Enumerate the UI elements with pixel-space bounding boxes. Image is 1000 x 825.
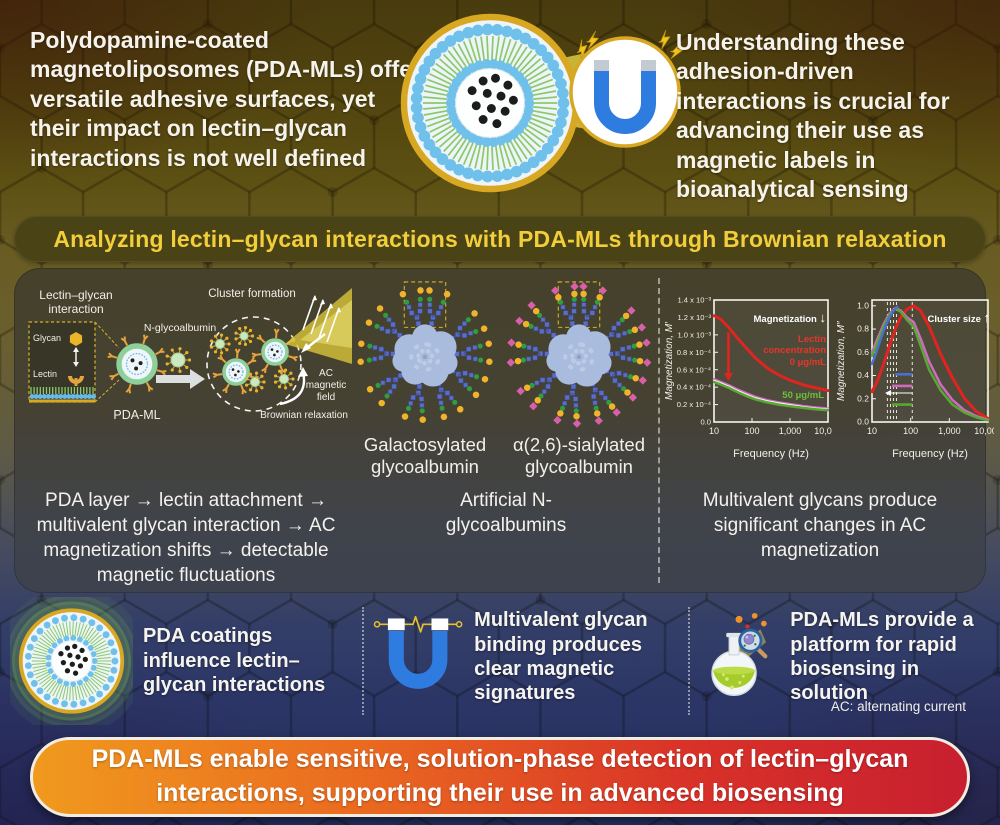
magnet-icon <box>373 615 463 689</box>
bottom-divider-1 <box>362 607 364 715</box>
finding-magnetic-signatures: Multivalent glycan binding produces clea… <box>372 603 678 711</box>
svg-text:10: 10 <box>867 426 877 436</box>
svg-text:100: 100 <box>903 426 918 436</box>
svg-text:0.2 x 10⁻⁴: 0.2 x 10⁻⁴ <box>677 400 711 409</box>
svg-text:0.6: 0.6 <box>857 347 869 357</box>
m-double-prime-y-axis-label: Magnetization, M″ <box>836 321 847 401</box>
svg-text:10: 10 <box>709 426 719 436</box>
galactosylated-protein-art <box>357 281 493 423</box>
cluster-size-annotation: Cluster size ↑ <box>927 310 991 325</box>
liposome-icon <box>10 597 134 725</box>
sialylated-label: α(2,6)-sialylated glycoalbumin <box>512 434 646 477</box>
m-double-prime-x-axis-label: Frequency (Hz) <box>892 448 968 460</box>
section-banner-text: Analyzing lectin–glycan interactions wit… <box>53 225 947 252</box>
svg-text:1,000: 1,000 <box>938 426 961 436</box>
conc-50-annotation: 50 μg/mL <box>782 390 824 401</box>
interaction-title: Lectin–glycan interaction <box>39 288 113 317</box>
up-arrow-icon: ↑ <box>983 310 991 325</box>
m-prime-x-axis-label: Frequency (Hz) <box>733 448 809 460</box>
section-banner: Analyzing lectin–glycan interactions wit… <box>14 216 986 262</box>
ac-field-label: AC magnetic field <box>305 368 347 403</box>
finding-pda-coatings: PDA coatings influence lectin–glycan int… <box>10 597 350 725</box>
svg-text:0.4: 0.4 <box>857 370 869 380</box>
cluster-formation-label: Cluster formation <box>208 288 296 300</box>
mechanism-schematic: Lectin–glycan interaction Glycan Lectin … <box>22 282 352 487</box>
svg-text:1.0 x 10⁻³: 1.0 x 10⁻³ <box>677 330 711 339</box>
m-prime-y-axis-label: Magnetization, M′ <box>664 321 675 401</box>
svg-text:1.2 x 10⁻³: 1.2 x 10⁻³ <box>677 313 711 322</box>
galactosylated-glycoalbumin: Galactosylated glycoalbumin <box>351 276 499 488</box>
key-findings-row: PDA coatings influence lectin–glycan int… <box>0 595 1000 731</box>
header-section: Polydopamine-coated magnetoliposomes (PD… <box>0 0 1000 208</box>
finding-2-text: Multivalent glycan binding produces clea… <box>474 609 648 705</box>
liposome-magnet-art <box>400 13 684 193</box>
caption-glycoalbumins: Artificial N-glycoalbumins <box>445 490 567 537</box>
lectin-concentration-annotation: Lectin concentration 0 μg/mL <box>763 334 826 368</box>
galactosylated-label: Galactosylated glycoalbumin <box>363 434 487 477</box>
bottom-divider-2 <box>688 607 690 715</box>
caption-magnetization: Multivalent glycans produce significant … <box>702 490 938 562</box>
svg-text:0.6 x 10⁻⁴: 0.6 x 10⁻⁴ <box>677 365 711 374</box>
svg-text:0.8: 0.8 <box>857 324 869 334</box>
down-arrow-icon: ↓ <box>819 310 827 325</box>
svg-text:1.0: 1.0 <box>857 300 869 310</box>
svg-text:10,000: 10,000 <box>814 426 832 436</box>
finding-3-text: PDA-MLs provide a platform for rapid bio… <box>790 609 974 705</box>
brownian-label: Brownian relaxation <box>260 410 348 421</box>
svg-text:0.8 x 10⁻⁴: 0.8 x 10⁻⁴ <box>677 348 711 357</box>
caption-mechanism: PDA layer → lectin attachment → multival… <box>36 490 336 587</box>
main-panel: Lectin–glycan interaction Glycan Lectin … <box>14 268 994 593</box>
glycan-label: Glycan <box>33 333 62 343</box>
svg-text:100: 100 <box>744 426 759 436</box>
flask-icon <box>711 612 768 697</box>
n-glycoalbumin-label: N-glycoalbumin <box>143 322 217 334</box>
glycoalbumin-figures: Galactosylated glycoalbumin α(2,6)-sialy… <box>350 276 654 488</box>
svg-text:1.4 x 10⁻³: 1.4 x 10⁻³ <box>677 296 711 305</box>
panel-captions: PDA layer → lectin attachment → multival… <box>14 480 986 590</box>
motivation-text: Understanding these adhesion-driven inte… <box>676 29 950 203</box>
liposome-illustration <box>393 2 693 204</box>
intro-text: Polydopamine-coated magnetoliposomes (PD… <box>30 27 422 171</box>
svg-text:0.4 x 10⁻⁴: 0.4 x 10⁻⁴ <box>677 383 711 392</box>
conclusion-text: PDA-MLs enable sensitive, solution-phase… <box>91 745 909 807</box>
svg-text:0.2: 0.2 <box>857 393 869 403</box>
svg-text:1,000: 1,000 <box>779 426 802 436</box>
sialylated-glycoalbumin: α(2,6)-sialylated glycoalbumin <box>505 276 653 488</box>
svg-text:10,000: 10,000 <box>974 426 994 436</box>
ac-abbreviation-note: AC: alternating current <box>830 699 966 714</box>
conclusion-banner: PDA-MLs enable sensitive, solution-phase… <box>30 737 970 817</box>
lectin-label: Lectin <box>33 369 58 379</box>
magnetization-annotation: Magnetization ↓ <box>753 310 827 325</box>
finding-1-text: PDA coatings influence lectin–glycan int… <box>143 625 326 697</box>
sialylated-protein-art <box>506 281 652 428</box>
pda-ml-label: PDA-ML <box>113 408 161 422</box>
